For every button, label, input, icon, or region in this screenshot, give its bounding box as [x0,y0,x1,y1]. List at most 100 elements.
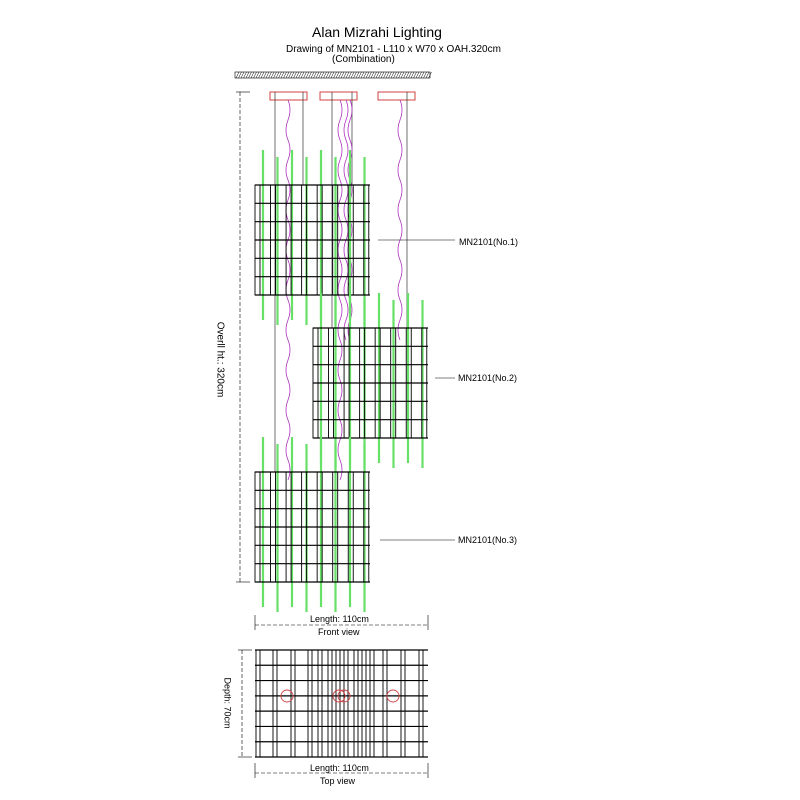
chandelier-module-1 [254,150,370,325]
ceiling-hatch [320,71,325,79]
drawing-subtitle: Drawing of MN2101 - L110 x W70 x OAH.320… [286,44,501,55]
ceiling-hatch [395,71,400,79]
ceiling-hatch [270,71,275,79]
canopy-position-circle [386,689,400,703]
ceiling-hatch [348,71,352,79]
frame-column [327,649,333,758]
frame-column [317,649,323,758]
ceiling-hatch [300,71,305,79]
frame-column [270,184,276,296]
frame-column [312,327,319,439]
ceiling-hatch [248,71,252,79]
ceiling-hatch [390,71,395,79]
ceiling-hatch [358,71,362,79]
ceiling-hatch [315,71,320,79]
frame-column [390,327,397,439]
frame-column [332,471,339,583]
ceiling-hatch [428,71,432,79]
ceiling-hatch [333,71,337,79]
frame-column [347,471,354,583]
ceiling-hatch [303,71,307,79]
ceiling-hatch [308,71,312,79]
ceiling-hatch [413,71,417,79]
chandelier-module-2 [312,293,428,468]
ceiling-hatch [275,71,280,79]
frame-column [369,649,375,758]
frame-column [254,471,261,583]
top-view-grid [255,649,428,758]
frame-column [418,649,424,758]
frame-column [400,649,406,758]
ceiling-hatch [313,71,317,79]
ceiling-hatch [363,71,367,79]
ceiling-hatch [278,71,282,79]
ceiling-hatch [323,71,327,79]
front-view-label: Front view [318,627,360,637]
top-view-label: Top view [320,776,356,786]
frame-column [382,649,388,758]
ceiling-hatch [380,71,385,79]
ceiling-hatch [423,71,427,79]
frame-column [343,327,350,439]
ceiling-hatch [360,71,365,79]
frame-column [272,649,278,758]
depth-label: Depth: 70cm [222,677,233,729]
frame-column [361,649,367,758]
ceiling-hatch [340,71,345,79]
ceiling-hatch [290,71,295,79]
ceiling-hatch [368,71,372,79]
front-length-label: Length: 110cm [310,614,369,624]
ceiling-hatch [398,71,402,79]
chandelier-module-3 [254,437,370,612]
frame-column [405,327,412,439]
frame-column [254,184,261,296]
frame-column [316,184,323,296]
frame-column [301,471,308,583]
frame-column [285,184,292,296]
frame-column [255,649,261,758]
ceiling-hatch [400,71,405,79]
ceiling-hatch [343,71,347,79]
ceiling-hatch [405,71,410,79]
frame-column [421,327,428,439]
ceiling-hatch [285,71,290,79]
ceiling-hatch [415,71,420,79]
ceiling-hatch [330,71,335,79]
ceiling-hatch [420,71,425,79]
canopy [377,91,416,101]
ceiling-hatch [245,71,250,79]
ceiling-hatch [318,71,322,79]
ceiling-hatch [265,71,270,79]
frame-column [290,649,296,758]
frame-column [316,471,323,583]
ceiling-hatch [305,71,310,79]
ceiling-hatch [288,71,292,79]
top-length-label: Length: 110cm [310,763,369,773]
ceiling-hatch [418,71,422,79]
ceiling-hatch [235,71,240,79]
canopy-position-circle [337,689,351,703]
overall-height-label: Overll ht.: 320cm [214,321,226,398]
ceiling-hatch [283,71,287,79]
ceiling-hatch [243,71,247,79]
ceiling-hatch [408,71,412,79]
ceiling-hatch [273,71,277,79]
frame-column [285,471,292,583]
power-cord [397,99,403,341]
ceiling-hatch [258,71,262,79]
ceiling-hatch [403,71,407,79]
ceiling-hatch [298,71,302,79]
canopy-position-circle [332,689,346,703]
ceiling-hatch [338,71,342,79]
ceiling-hatch [345,71,350,79]
ceiling-hatch [425,71,430,79]
drawing-title: Alan Mizrahi Lighting [312,24,442,40]
power-cord [343,99,349,341]
power-cord [337,99,343,481]
frame-column [335,649,341,758]
ceiling-hatch [263,71,267,79]
ceiling-hatch [268,71,272,79]
ceiling-hatch [355,71,360,79]
frame-column [343,649,349,758]
